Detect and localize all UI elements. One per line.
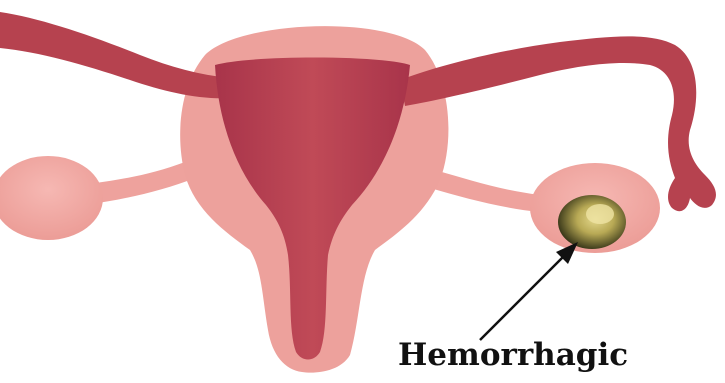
arrow-shaft — [480, 255, 565, 340]
left-ovary — [0, 156, 103, 240]
hemorrhagic-label: Hemorrhagic — [398, 340, 628, 371]
left-fallopian-tube — [0, 12, 232, 98]
cyst-highlight — [586, 204, 614, 224]
right-ovarian-ligament — [430, 170, 540, 212]
